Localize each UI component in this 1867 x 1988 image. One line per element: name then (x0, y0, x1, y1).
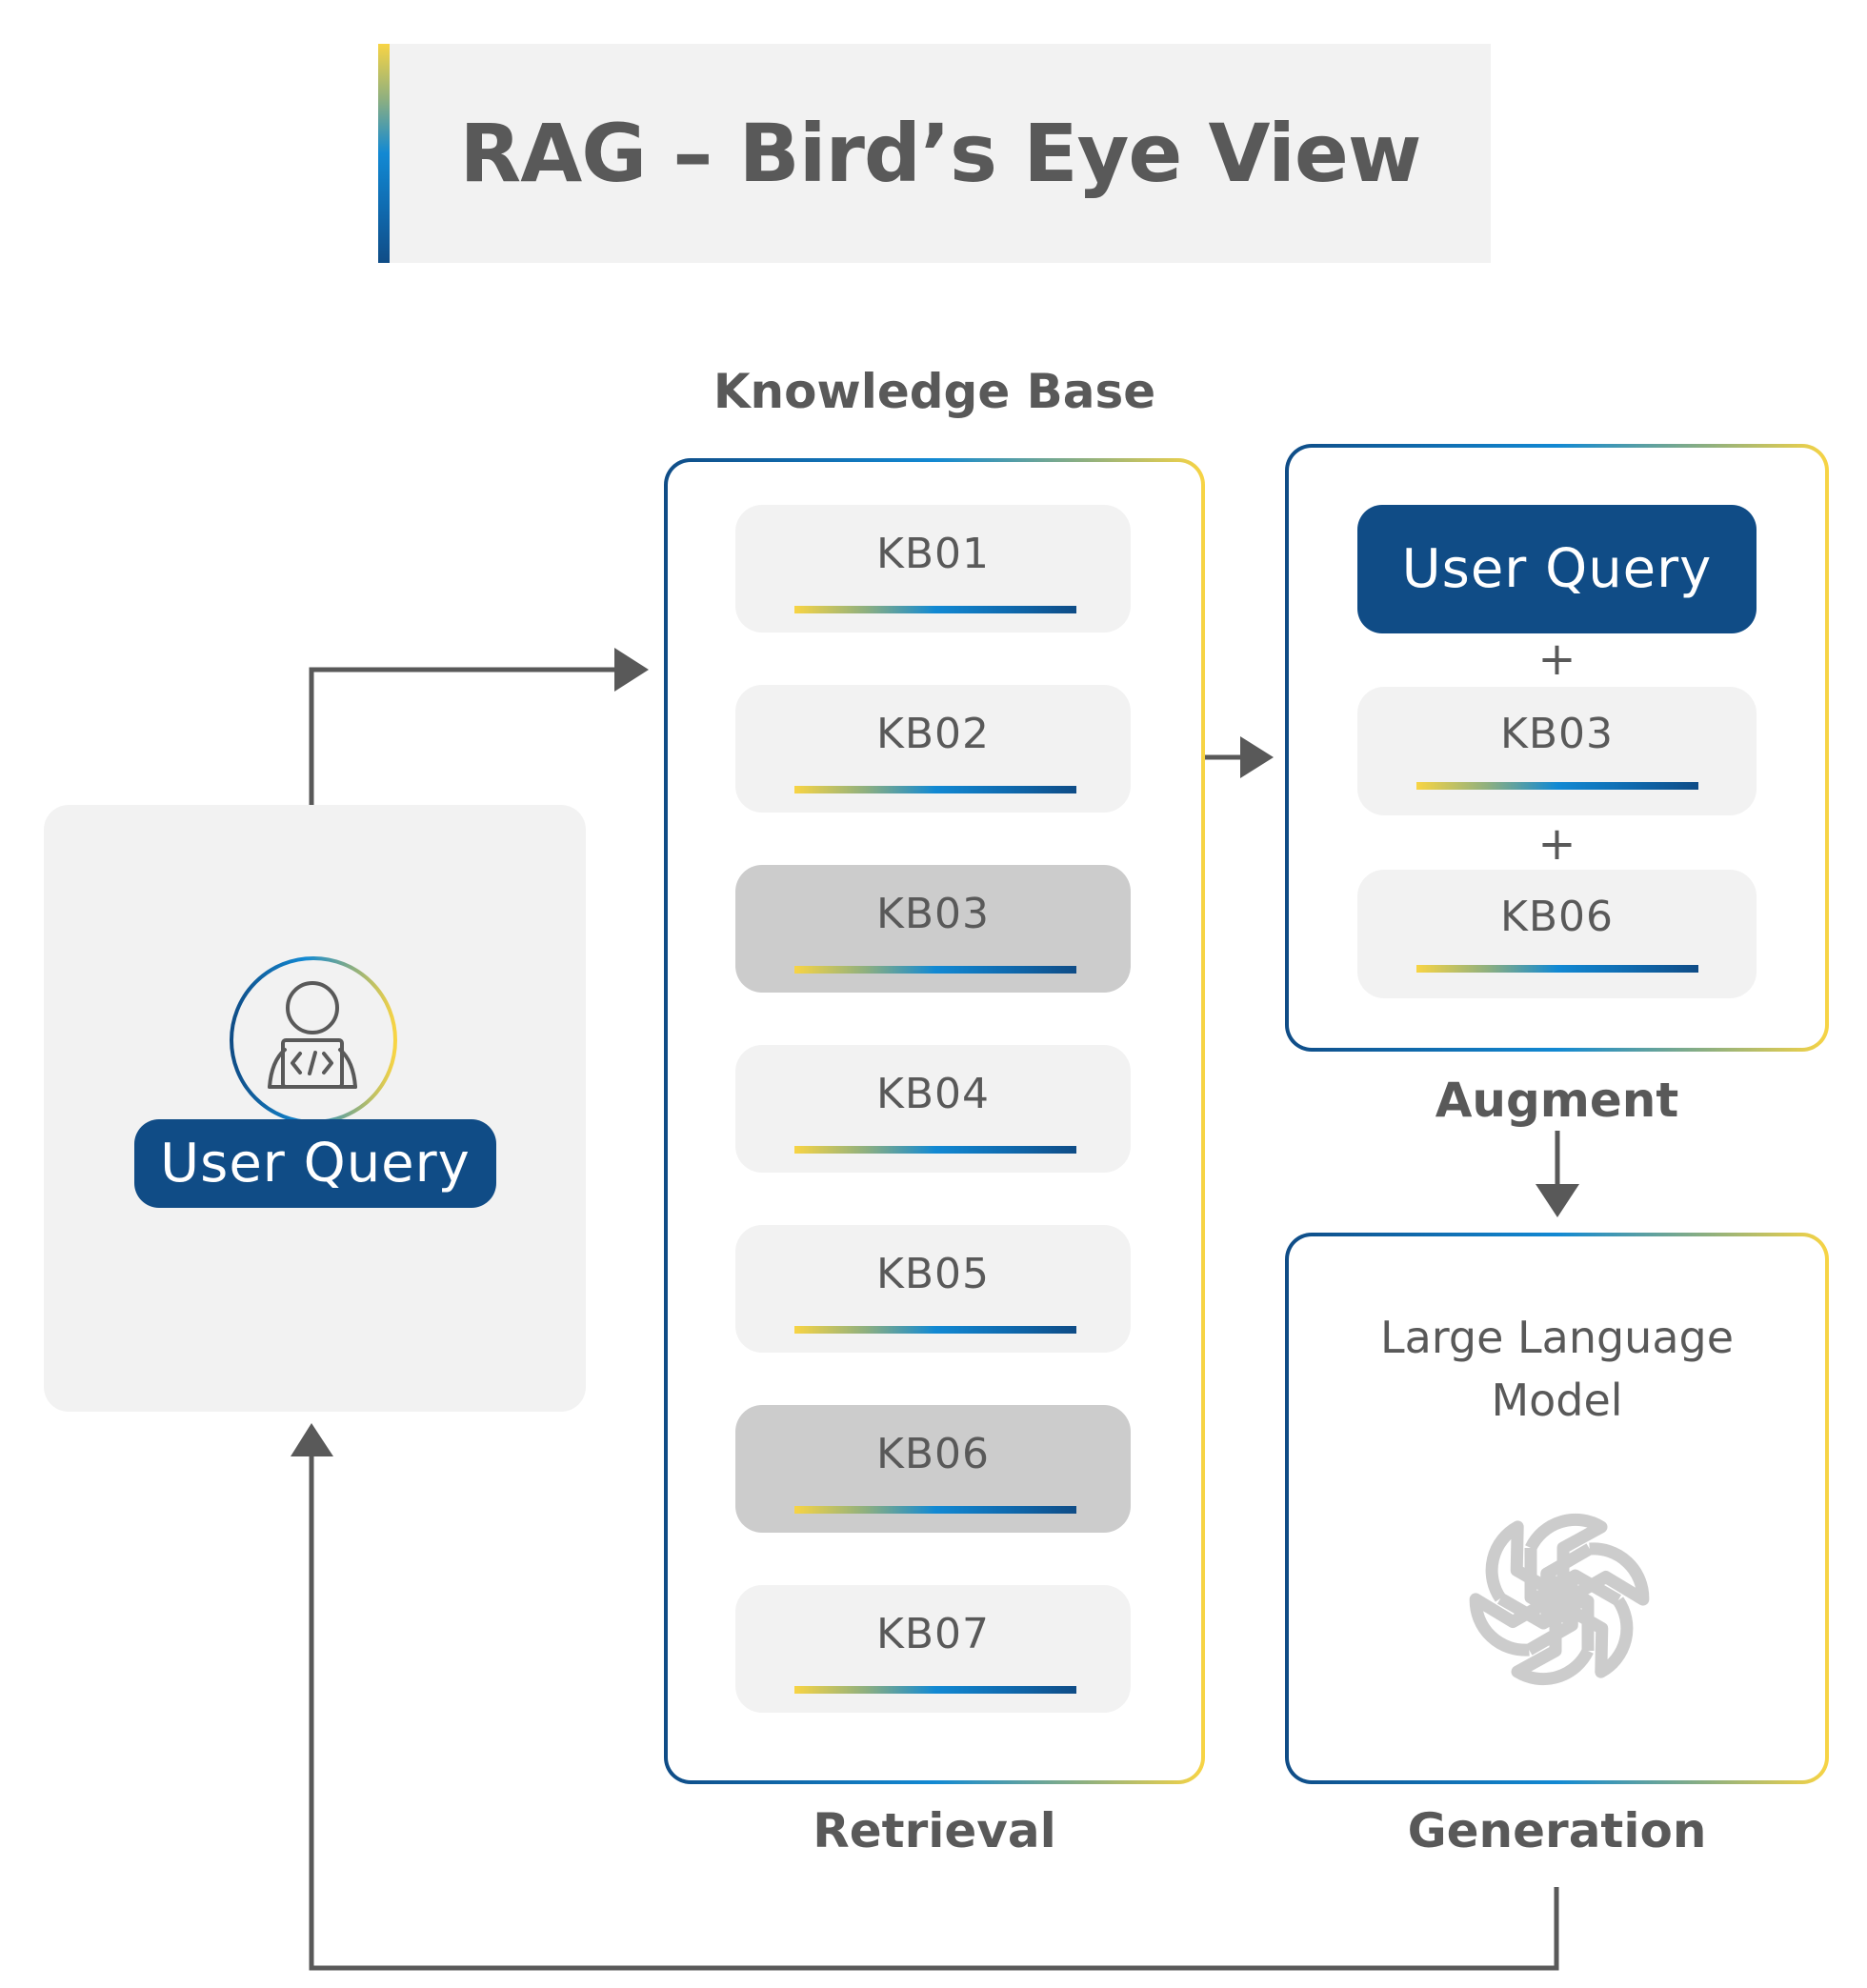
kb-item-label: KB01 (875, 530, 991, 578)
augment-kb-item: KB06 (1357, 870, 1757, 998)
kb-item-kb06[interactable]: KB06 (735, 1405, 1131, 1533)
plus-icon: + (1537, 633, 1576, 686)
kb-item-kb05[interactable]: KB05 (735, 1225, 1131, 1353)
arrow-user-to-kb (309, 667, 617, 805)
gradient-underline (794, 1686, 1076, 1694)
augment-kb-item: KB03 (1357, 687, 1757, 815)
plus-icon: + (1537, 817, 1576, 871)
kb-item-kb04[interactable]: KB04 (735, 1045, 1131, 1173)
kb-item-label: KB07 (875, 1610, 991, 1658)
kb-item-label: KB06 (875, 1430, 991, 1478)
kb-item-label: KB02 (875, 710, 991, 758)
kb-item-kb03[interactable]: KB03 (735, 865, 1131, 993)
gradient-underline (794, 1326, 1076, 1334)
title-accent-bar (378, 44, 390, 263)
arrow-generation-to-user (309, 1453, 1559, 1971)
arrowhead-up-icon (291, 1423, 333, 1456)
augment-user-query: User Query (1357, 505, 1757, 633)
augment-label: Augment (1435, 1073, 1679, 1128)
knowledge-base-heading: Knowledge Base (713, 364, 1156, 419)
gradient-underline (1416, 782, 1698, 790)
kb-item-label: KB05 (875, 1250, 991, 1298)
arrowhead-right-icon (1240, 736, 1274, 778)
gradient-underline (794, 966, 1076, 974)
gradient-underline (794, 1506, 1076, 1514)
gradient-underline (1416, 965, 1698, 973)
gradient-underline (794, 1146, 1076, 1154)
augment-kb-label: KB06 (1499, 893, 1615, 941)
page-title: RAG – Bird’s Eye View (459, 107, 1422, 200)
arrowhead-down-icon (1536, 1184, 1579, 1217)
developer-user-icon (230, 956, 397, 1124)
title-banner: RAG – Bird’s Eye View (378, 44, 1491, 263)
kb-item-kb07[interactable]: KB07 (735, 1585, 1131, 1713)
llm-label-line2: Model (1491, 1375, 1623, 1426)
augment-kb-label: KB03 (1499, 710, 1615, 758)
openai-logo-icon (1443, 1513, 1676, 1716)
gradient-underline (794, 606, 1076, 613)
user-query-button[interactable]: User Query (134, 1119, 496, 1208)
arrowhead-right-icon (614, 648, 649, 692)
kb-item-kb02[interactable]: KB02 (735, 685, 1131, 813)
retrieval-label: Retrieval (813, 1803, 1056, 1858)
kb-item-label: KB04 (875, 1070, 991, 1118)
llm-label-line1: Large Language (1379, 1312, 1735, 1363)
generation-panel (1289, 1236, 1825, 1780)
generation-label: Generation (1407, 1803, 1707, 1858)
kb-item-label: KB03 (875, 890, 991, 938)
user-panel: User Query (44, 805, 586, 1412)
kb-item-kb01[interactable]: KB01 (735, 505, 1131, 633)
generation-container (1285, 1233, 1829, 1784)
gradient-underline (794, 786, 1076, 793)
